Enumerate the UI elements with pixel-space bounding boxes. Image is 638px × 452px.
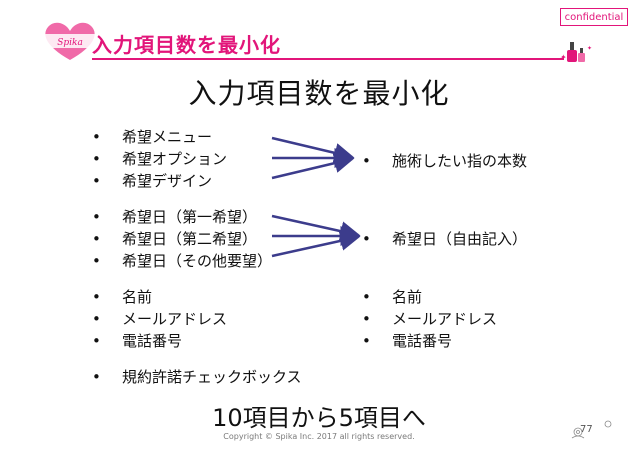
list-item: •規約許諾チェックボックス (92, 368, 302, 386)
list-item: •施術したい指の本数 (362, 152, 528, 170)
nail-polish-icon: ✦ ✦ (560, 42, 592, 62)
list-item: •希望日（その他要望） (92, 252, 273, 270)
header-title: 入力項目数を最小化 (92, 33, 281, 57)
slide-title: 入力項目数を最小化 (188, 77, 450, 110)
heart-logo-icon: Spika (44, 22, 96, 61)
page-number: 77 (580, 424, 593, 435)
arrow-line (271, 231, 361, 258)
arrow-line (271, 214, 361, 241)
list-item: •メールアドレス (92, 310, 228, 328)
flower-decoration-icon (571, 420, 612, 439)
arrow-line (271, 136, 355, 163)
svg-text:✦: ✦ (587, 45, 592, 52)
list-item: •希望オプション (92, 150, 228, 168)
svg-text:✦: ✦ (560, 53, 567, 62)
list-item: •名前 (92, 288, 153, 306)
list-item: •希望日（第二希望） (92, 230, 258, 248)
list-item: •電話番号 (362, 332, 453, 350)
list-item: •希望日（自由記入） (362, 230, 528, 248)
list-item: •電話番号 (92, 332, 183, 350)
summary-text: 10項目から5項目へ (212, 404, 426, 432)
list-item: •メールアドレス (362, 310, 498, 328)
list-item: •希望メニュー (92, 128, 213, 146)
list-item: •名前 (362, 288, 423, 306)
logo-text: Spika (57, 38, 83, 48)
confidential-badge: confidential (560, 8, 628, 26)
list-item: •希望デザイン (92, 172, 213, 190)
copyright: Copyright © Spika Inc. 2017 all rights r… (223, 432, 415, 441)
arrow-line (271, 153, 355, 180)
header-underline (92, 58, 564, 60)
list-item: •希望日（第一希望） (92, 208, 258, 226)
